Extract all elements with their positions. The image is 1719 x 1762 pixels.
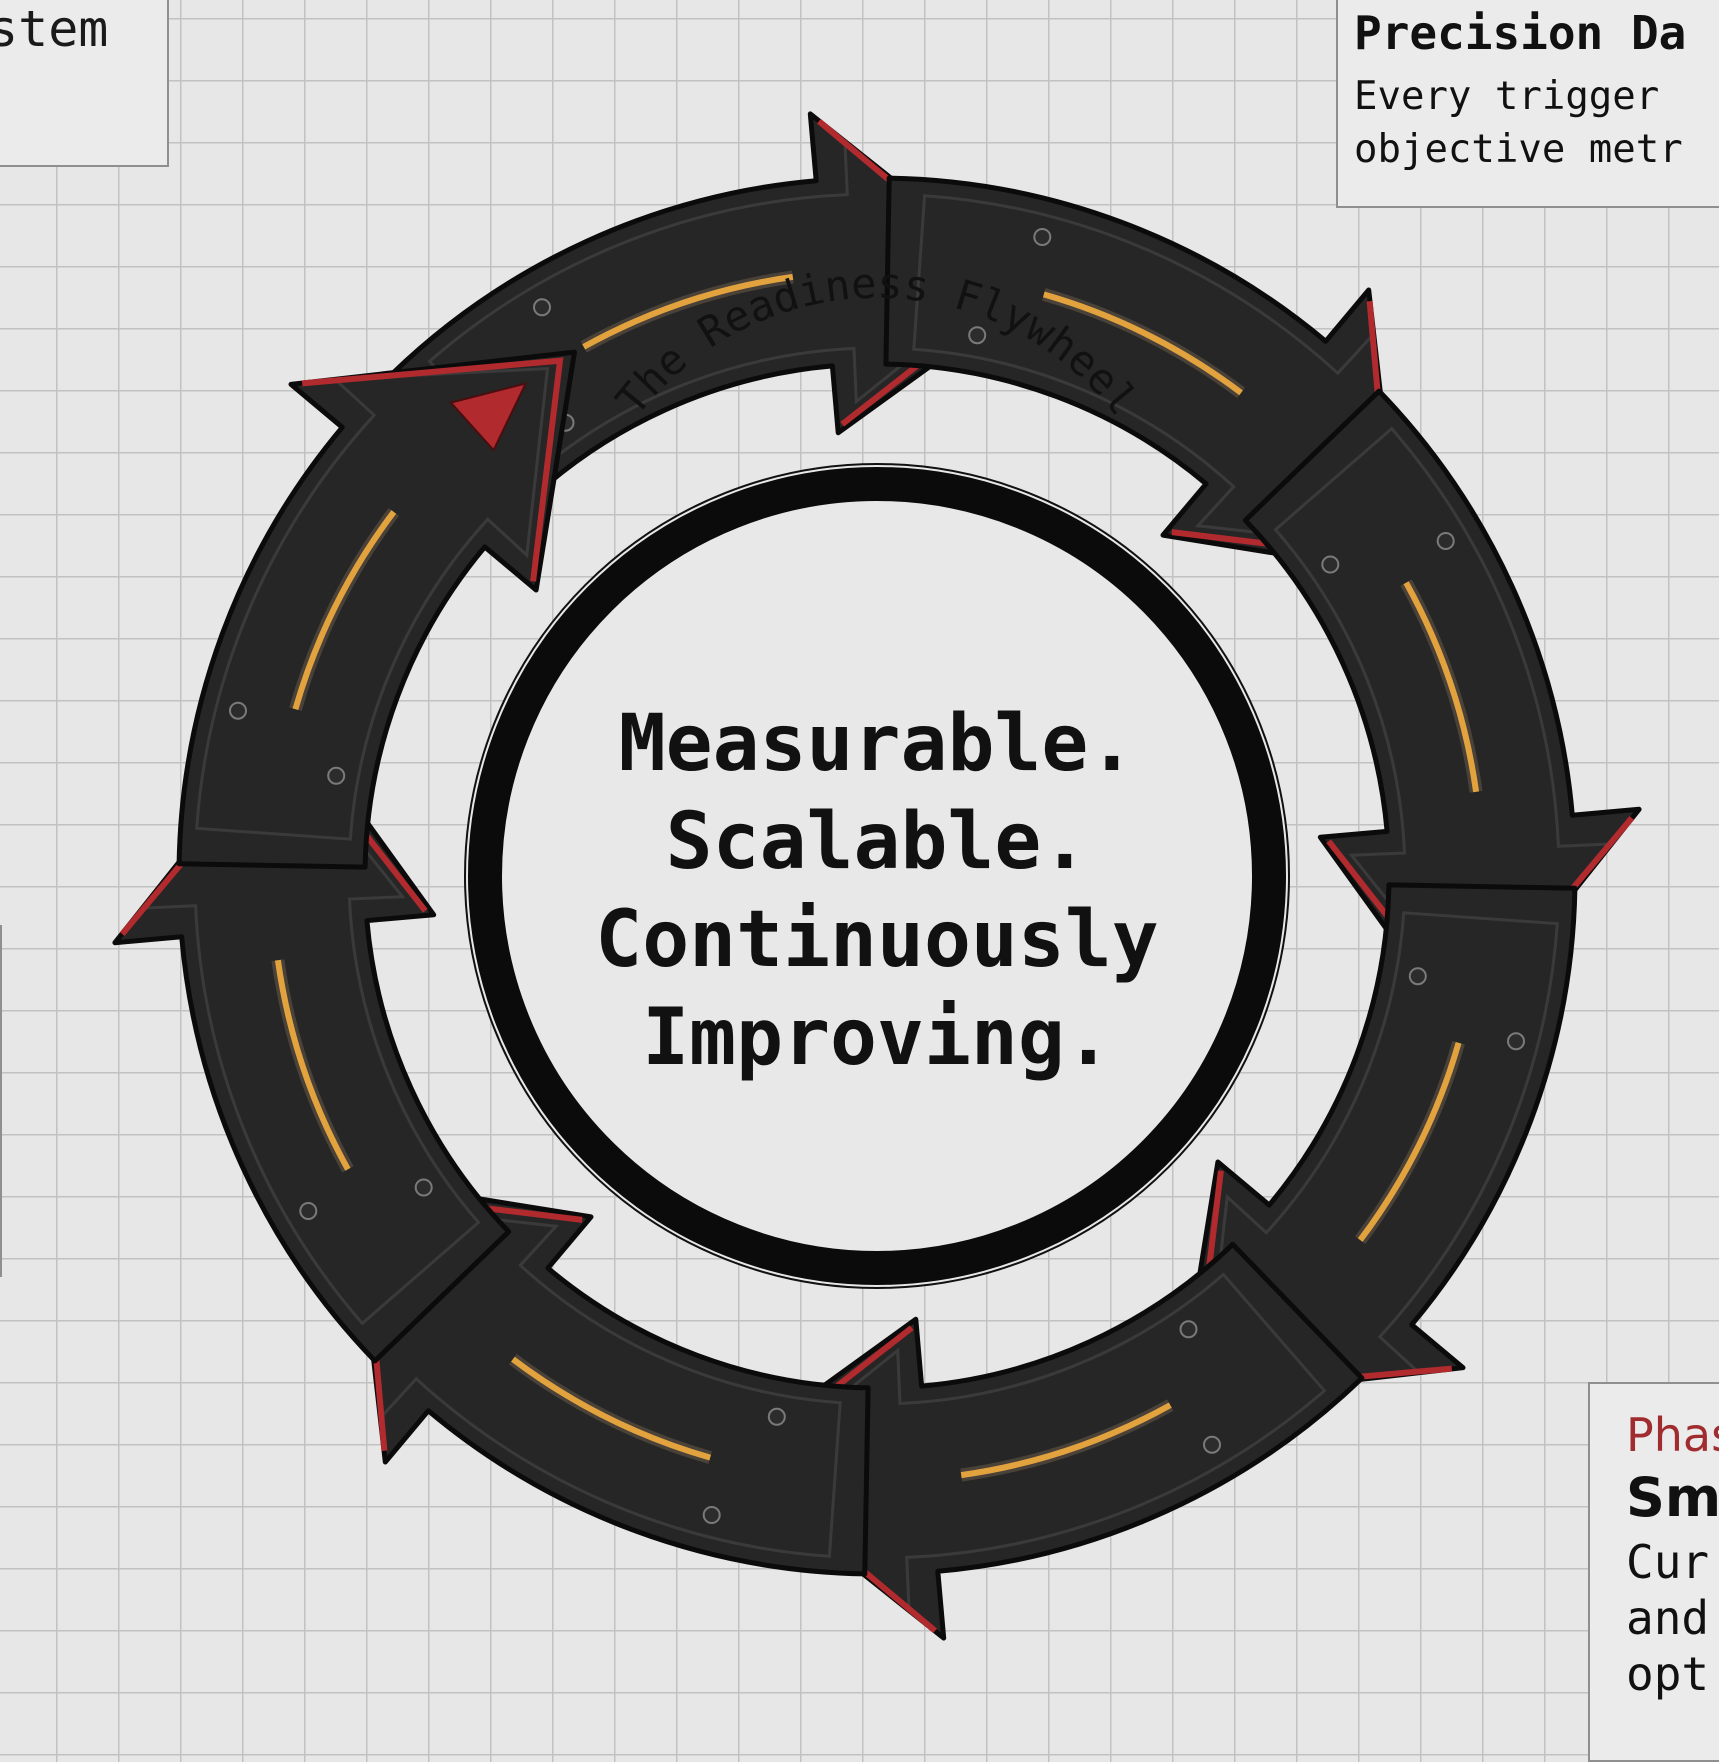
top-left-info-card: stem	[0, 0, 169, 167]
arrow-body	[1242, 388, 1642, 1036]
arrow-body	[883, 175, 1404, 576]
rivet-icon	[1033, 228, 1052, 246]
rivet-icon	[767, 1407, 786, 1426]
indicator-strip	[582, 273, 794, 350]
indicator-strip	[960, 1402, 1172, 1479]
arrow-body	[717, 1241, 1365, 1641]
rivet-icon	[968, 326, 987, 345]
center-line-4: Improving.	[642, 993, 1112, 1083]
indicator-strip	[1042, 291, 1243, 396]
rivet-icon	[1507, 1032, 1525, 1051]
phase-card-title: Sma	[1626, 1466, 1719, 1529]
center-line-3: Continuously	[595, 895, 1159, 985]
arrow-inner-bevel	[912, 194, 1386, 549]
flywheel-arrow-segment	[717, 1241, 1365, 1641]
center-line-1: Measurable.	[619, 699, 1136, 789]
rivet-icon	[1321, 555, 1340, 574]
rivet-icon	[299, 1202, 318, 1220]
arrow-inner-bevel	[368, 1203, 842, 1558]
arrow-inner-bevel	[195, 367, 550, 841]
flywheel-segments	[112, 111, 1642, 1641]
arrow-body	[350, 1176, 871, 1577]
rivet-icon	[1436, 532, 1455, 550]
arrow-inner-bevel	[139, 747, 481, 1326]
rivet-icon	[229, 701, 247, 720]
rivet-icon	[533, 298, 551, 317]
indicator-strip	[292, 510, 397, 711]
rivet-icon	[1203, 1435, 1221, 1454]
rivet-icon	[1408, 967, 1427, 986]
precision-card-description: Every trigger objective metr	[1354, 74, 1683, 172]
rivet-icon	[702, 1506, 721, 1524]
phase-card-label: Phas	[1626, 1408, 1719, 1462]
precision-data-card: Precision Da Every trigger objective met…	[1336, 0, 1719, 208]
arrow-body	[176, 349, 577, 870]
flywheel-arrow-segment	[176, 349, 577, 870]
center-ring	[468, 467, 1286, 1285]
arrow-inner-bevel	[748, 1272, 1327, 1614]
arrow-inner-bevel	[1273, 426, 1615, 1005]
phase-card: Phas Sma Cur and opt	[1588, 1382, 1719, 1762]
indicator-strip	[1403, 581, 1480, 793]
rivet-icon	[1179, 1320, 1198, 1339]
indicator-strip	[511, 1356, 712, 1461]
indicator-strip	[1357, 1041, 1462, 1242]
phase-card-description: Cur and opt	[1626, 1535, 1710, 1701]
precision-card-title: Precision Da	[1354, 6, 1687, 60]
left-edge-card-frame	[0, 925, 2, 1277]
arrow-inner-bevel	[427, 138, 1006, 480]
arrow-head-border	[301, 357, 564, 582]
arrow-inner-bevel	[1204, 911, 1559, 1385]
center-disc	[509, 508, 1245, 1244]
arrow-head-marker	[448, 382, 528, 452]
indicator-strip	[274, 959, 351, 1171]
top-left-card-title: stem	[0, 0, 109, 58]
arrow-body	[112, 716, 512, 1364]
rivet-icon	[414, 1178, 433, 1197]
arrow-body	[1177, 882, 1578, 1403]
center-line-2: Scalable.	[666, 797, 1089, 887]
rivet-icon	[327, 766, 346, 785]
